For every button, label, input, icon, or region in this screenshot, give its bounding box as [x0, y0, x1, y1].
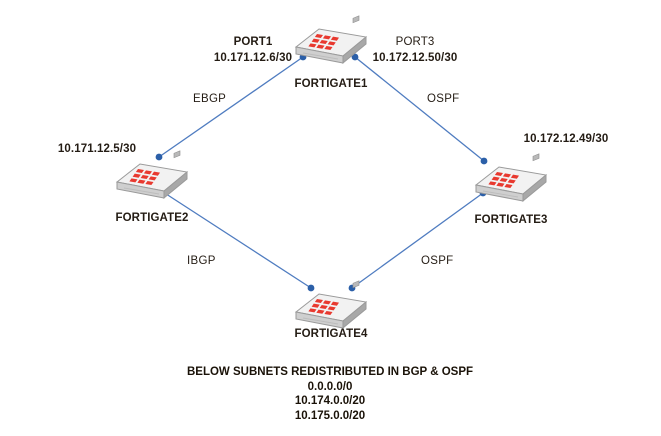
protocol-label-ebgp: EBGP [193, 93, 227, 105]
interface-address-fortigate2: 10.171.12.5/30 [57, 143, 137, 155]
interface-address-port1: 10.171.12.6/30 [213, 52, 293, 64]
link-line-ebgp [158, 56, 304, 158]
fortigate-appliance-icon [294, 15, 368, 65]
device-fortigate4[interactable] [293, 280, 369, 333]
link-line-ospf-south [351, 192, 484, 289]
redistributed-subnet: 10.174.0.0/20 [294, 395, 366, 407]
link-endpoint-dot [480, 157, 488, 165]
device-label-fortigate3: FORTIGATE3 [474, 214, 548, 226]
redistributed-subnet: 10.175.0.0/20 [294, 409, 366, 422]
fortigate-appliance-icon [474, 153, 548, 203]
link-endpoint-dot [155, 153, 163, 161]
link-fg1-fg2 [155, 53, 307, 161]
link-line-ospf-north [354, 56, 485, 162]
interface-name-port3: PORT3 [395, 36, 435, 48]
device-fortigate1[interactable] [293, 15, 369, 68]
device-fortigate2[interactable] [114, 150, 190, 203]
redistributed-subnet: 0.0.0.0/0 [307, 380, 353, 393]
device-label-fortigate4: FORTIGATE4 [294, 328, 368, 340]
protocol-label-ospf-north: OSPF [427, 93, 460, 105]
device-fortigate3[interactable] [473, 153, 549, 206]
link-line-ibgp [159, 189, 312, 289]
interface-address-fortigate3: 10.172.12.49/30 [523, 133, 609, 145]
device-label-fortigate2: FORTIGATE2 [115, 212, 189, 224]
link-endpoint-dot [351, 53, 359, 61]
interface-name-port1: PORT1 [233, 36, 273, 48]
protocol-label-ospf-south: OSPF [421, 255, 454, 267]
link-fg1-fg3 [351, 53, 488, 165]
redistribution-note-heading: BELOW SUBNETS REDISTRIBUTED IN BGP & OSP… [186, 366, 474, 378]
protocol-label-ibgp: IBGP [187, 255, 216, 267]
link-fg3-fg4 [348, 189, 487, 292]
fortigate-appliance-icon [294, 280, 368, 330]
fortigate-appliance-icon [115, 150, 189, 200]
link-endpoint-dot [307, 284, 315, 292]
interface-address-port3: 10.172.12.50/30 [372, 52, 458, 64]
redistribution-note: BELOW SUBNETS REDISTRIBUTED IN BGP & OSP… [187, 365, 473, 423]
device-label-fortigate1: FORTIGATE1 [294, 78, 368, 90]
